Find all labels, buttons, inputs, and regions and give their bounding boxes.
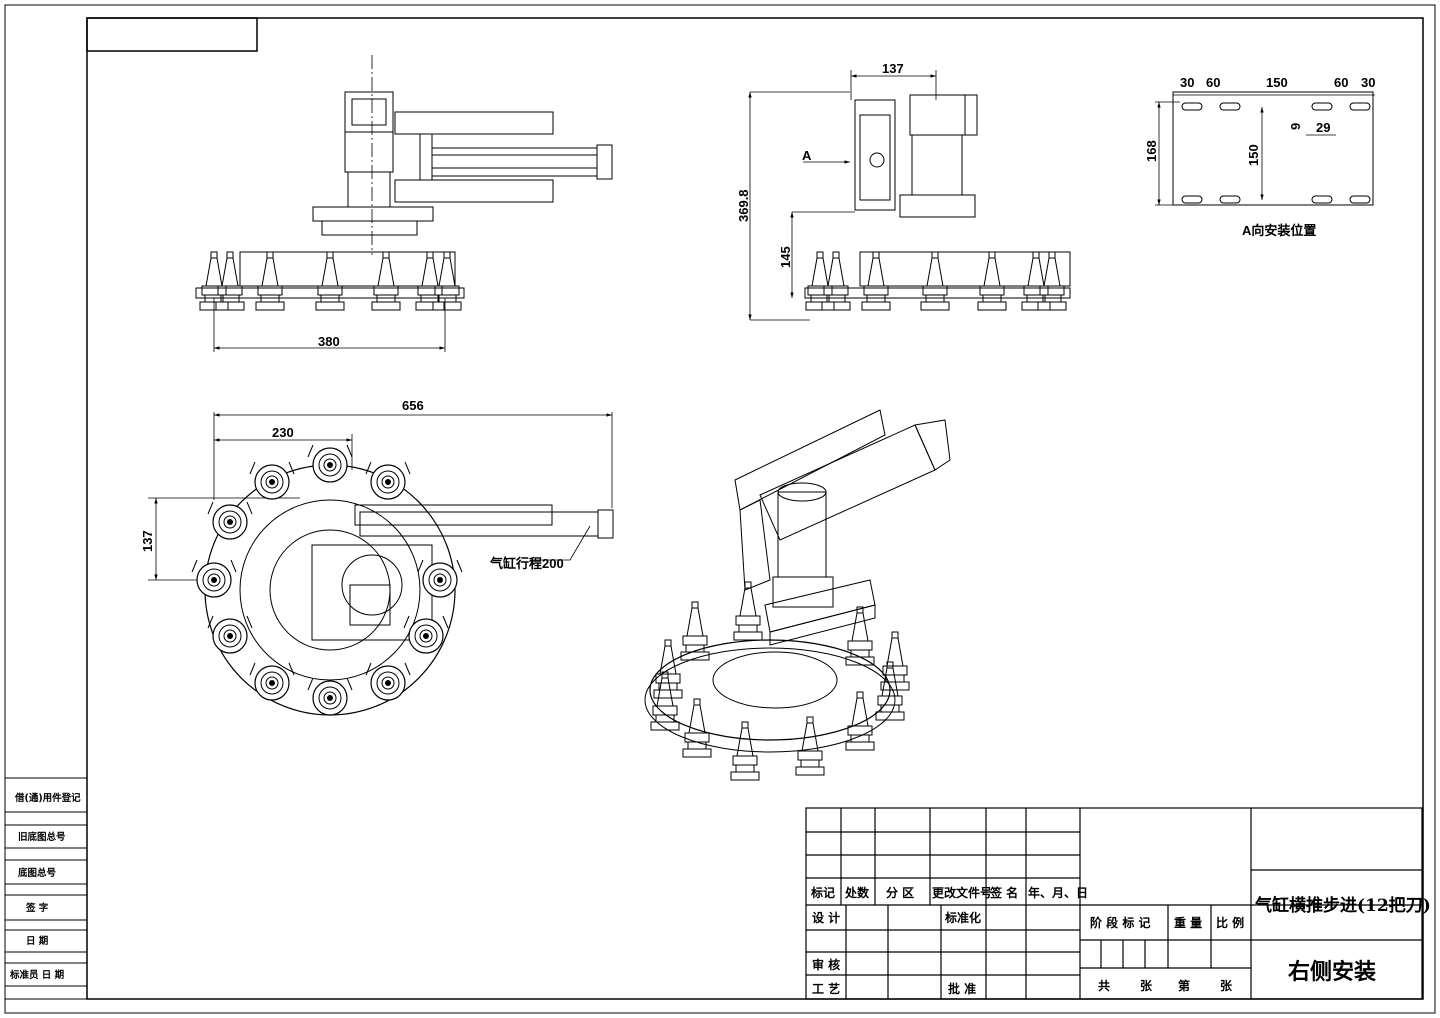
tb-header-zone: 分 区 — [886, 885, 914, 900]
tb-standard: 标准化 — [944, 910, 981, 925]
side-row-4: 签 字 — [25, 902, 49, 914]
tb-process: 工 艺 — [812, 981, 840, 996]
mount-dim-5: 30 — [1361, 75, 1375, 90]
drawing-title: 气缸横推步进(12把刀) — [1254, 895, 1431, 916]
tb-header-mark: 标记 — [810, 885, 835, 900]
tb-sheets-1: 张 — [1140, 978, 1153, 993]
side-row-5: 日 期 — [26, 935, 48, 947]
side-height-dim: 369.8 — [736, 189, 751, 222]
outer-border — [4, 4, 1436, 1014]
mount-height-dim: 168 — [1144, 140, 1159, 162]
cylinder-stroke-note: 气缸行程200 — [490, 556, 564, 571]
isometric-view — [644, 409, 951, 781]
mount-dim-3: 150 — [1266, 75, 1288, 90]
tb-approve: 批 准 — [948, 981, 976, 996]
tb-header-count: 处数 — [844, 885, 870, 900]
tb-stage-mark: 阶 段 标 记 — [1090, 915, 1151, 930]
tb-total: 共 — [1098, 978, 1110, 993]
tb-header-date: 年、月、日 — [1028, 885, 1088, 900]
inner-frame — [86, 17, 1424, 1000]
front-view — [195, 55, 613, 352]
mount-dim-2: 60 — [1206, 75, 1220, 90]
slot-length-dim: 29 — [1316, 120, 1330, 135]
mount-view — [1155, 91, 1375, 206]
title-block — [805, 807, 1423, 1000]
mount-caption: A向安装位置 — [1242, 223, 1316, 238]
top-offset-dim: 137 — [140, 530, 155, 552]
tb-header-change-doc: 更改文件号 — [932, 885, 992, 900]
side-row-3: 底图总号 — [17, 867, 57, 879]
tb-header-signature: 签 名 — [989, 885, 1018, 900]
drawing-number-box — [86, 17, 258, 52]
drawing-subtitle: 右侧安装 — [1288, 959, 1376, 985]
side-top-dim: 137 — [882, 61, 904, 76]
tb-sheets-2: 张 — [1220, 978, 1233, 993]
top-overall-dim: 656 — [402, 398, 424, 413]
side-row-1: 借(通)用件登记 — [14, 792, 81, 804]
tb-scale: 比 例 — [1216, 915, 1244, 930]
left-side-panel — [4, 777, 88, 1000]
slot-width-dim: 9 — [1288, 123, 1303, 130]
side-row-6: 标准员 日 期 — [9, 969, 64, 981]
tb-review: 审 核 — [812, 957, 840, 972]
top-radius-dim: 230 — [272, 425, 294, 440]
tb-design: 设 计 — [812, 910, 840, 925]
mount-dim-4: 60 — [1334, 75, 1348, 90]
tb-weight: 重 量 — [1174, 915, 1202, 930]
side-lower-dim: 145 — [778, 246, 793, 268]
view-arrow-label: A — [802, 148, 812, 163]
top-view — [148, 412, 614, 716]
mount-inner-dim: 150 — [1246, 144, 1261, 166]
mount-dim-1: 30 — [1180, 75, 1194, 90]
side-row-2: 旧底图总号 — [18, 831, 66, 843]
front-width-dim: 380 — [318, 334, 340, 349]
tb-sheet-no: 第 — [1178, 978, 1190, 993]
side-view — [748, 70, 1071, 321]
